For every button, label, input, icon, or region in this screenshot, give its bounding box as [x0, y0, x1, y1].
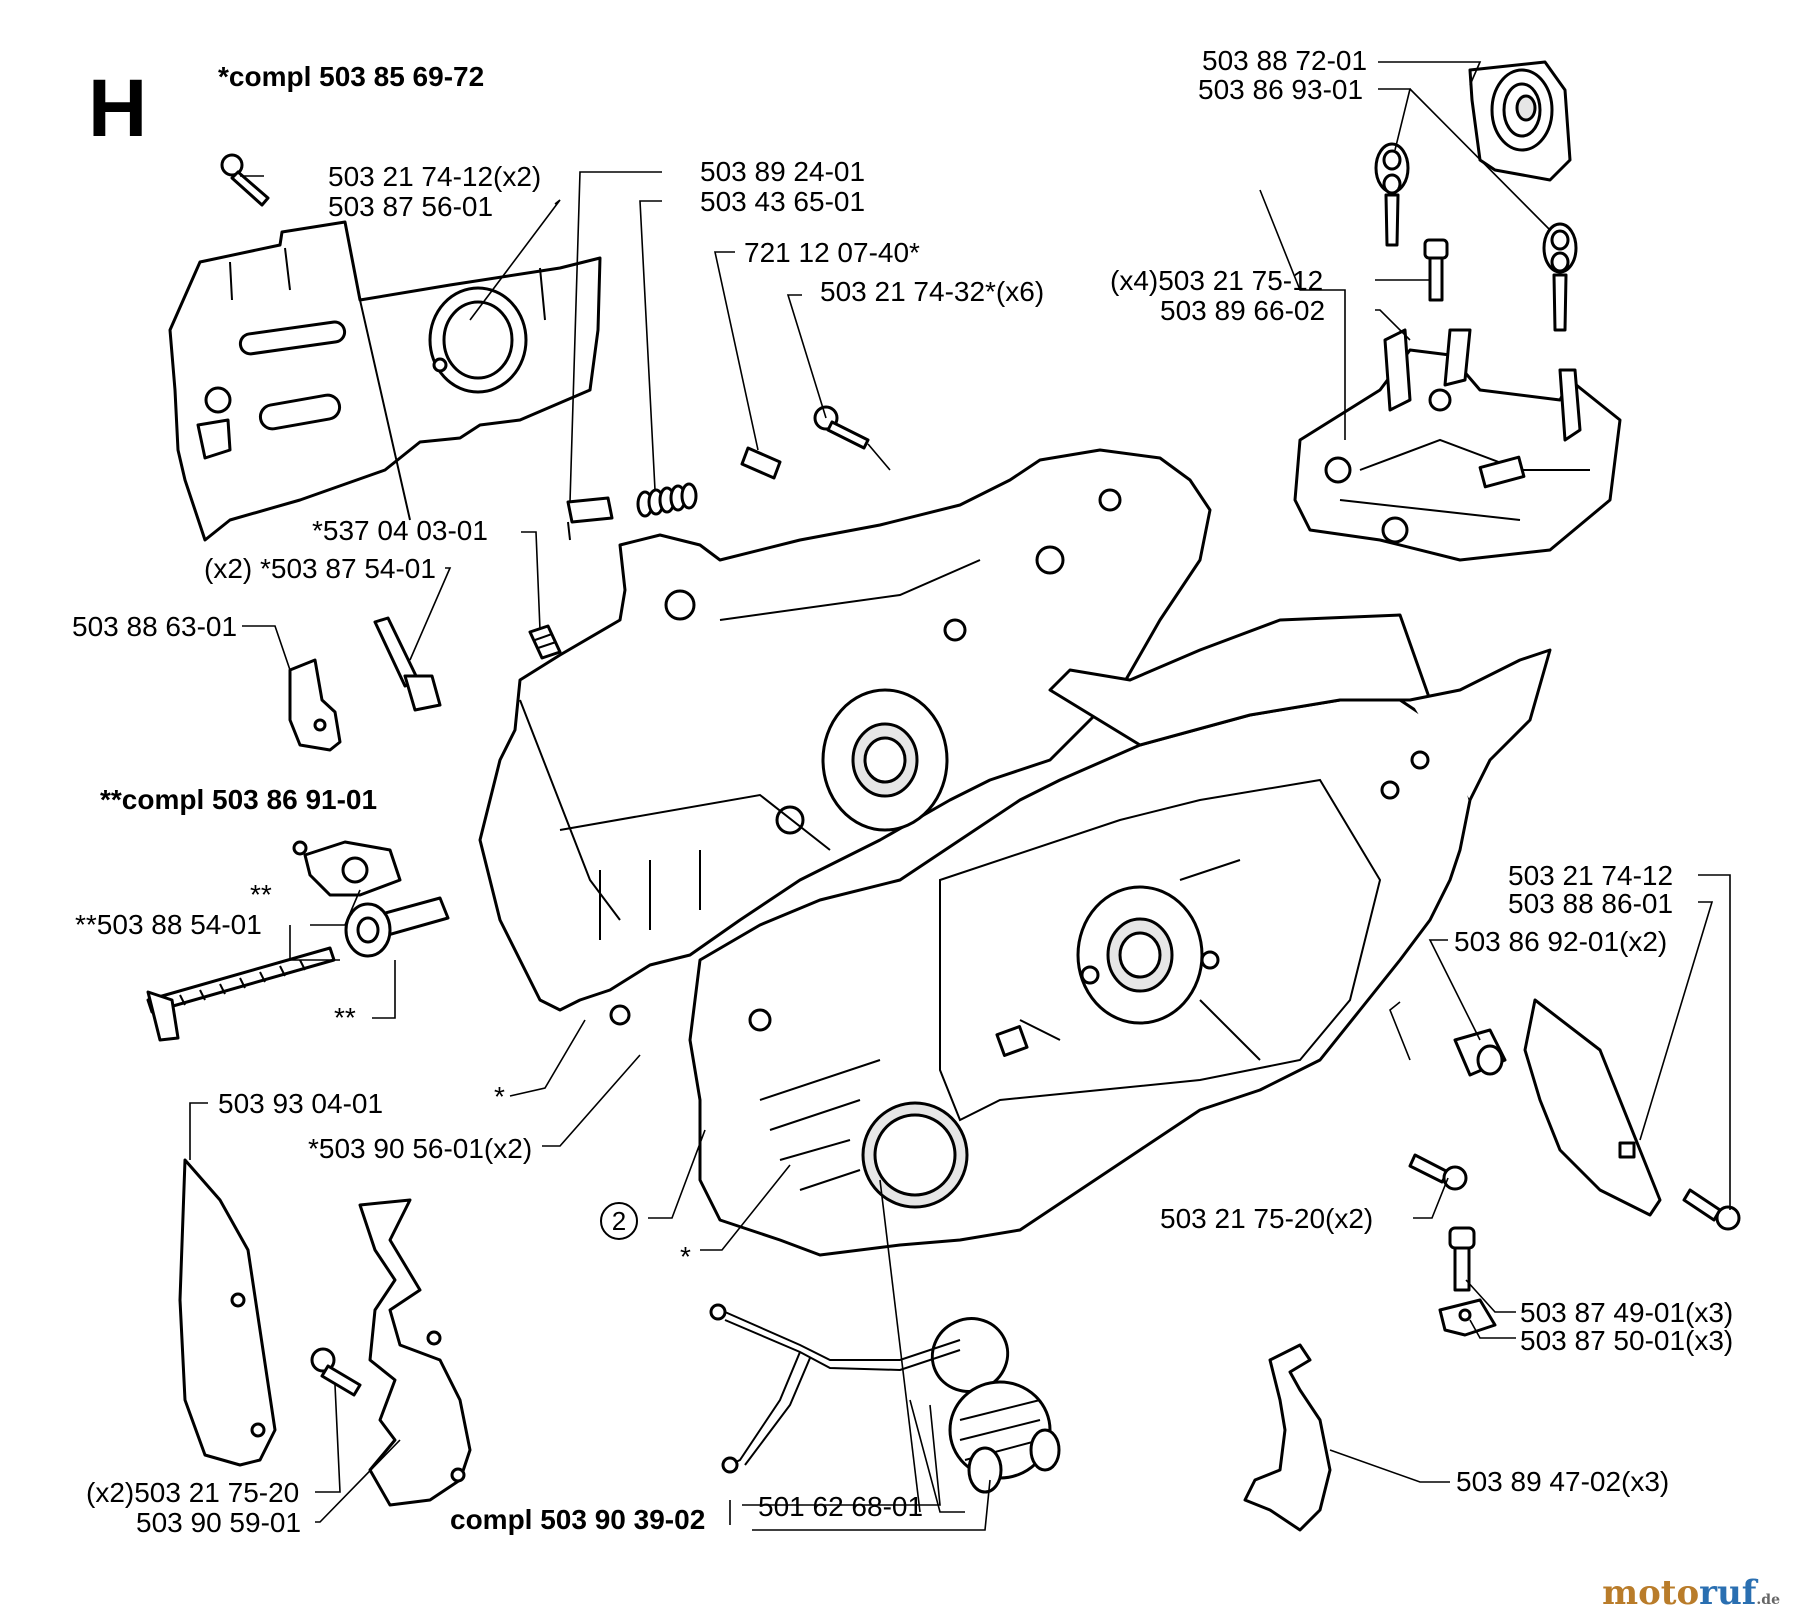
part-label: **: [334, 1002, 356, 1033]
sleeve-part: [528, 624, 562, 660]
part-label: 503 43 65-01: [700, 186, 866, 217]
part-label: **503 88 54-01: [75, 909, 262, 940]
tensioner-part: [292, 840, 402, 897]
part-label: 501 62 68-01: [758, 1491, 924, 1522]
crankcase-right-part: [688, 613, 1552, 1257]
crankcase-left-part: [478, 448, 1212, 1026]
screw-crankcase-part: [1408, 1153, 1468, 1191]
part-label: (x2)503 21 75-20: [86, 1477, 300, 1508]
spacer-part: [1453, 1028, 1507, 1077]
guard-part: [1523, 998, 1662, 1217]
part-label: 503 86 93-01: [1198, 74, 1364, 105]
plate-part: [178, 1158, 277, 1467]
part-label: 503 21 74-32*(x6): [820, 276, 1045, 307]
assembly-label-chain-tensioner: **compl 503 86 91-01: [100, 784, 378, 815]
part-label: **: [250, 879, 272, 910]
part-label: 503 90 59-01: [136, 1507, 302, 1538]
part-label: 503 86 92-01(x2): [1454, 926, 1668, 957]
assembly-label-clutch-cover: *compl 503 85 69-72: [218, 61, 485, 92]
filter-gasket-part: [1468, 60, 1572, 182]
leader-lines: [189, 61, 1731, 1531]
watermark-part1: moto: [1602, 1573, 1700, 1613]
part-label: 503 88 63-01: [72, 611, 238, 642]
watermark-suffix: .de: [1756, 1592, 1780, 1608]
screw-mount-part: [1423, 238, 1449, 302]
watermark-part2: ruf: [1699, 1573, 1757, 1613]
part-label: *503 90 56-01(x2): [308, 1133, 533, 1164]
part-label: *537 04 03-01: [312, 515, 488, 546]
part-label: (x4)503 21 75-12: [1110, 265, 1324, 296]
part-label: 503 93 04-01: [218, 1088, 384, 1119]
part-label: 503 87 50-01(x3): [1520, 1325, 1734, 1356]
tensioner-screw-part: [146, 946, 336, 1042]
part-label: 503 87 49-01(x3): [1520, 1297, 1734, 1328]
assembly-label-spike: compl 503 90 39-02: [450, 1504, 706, 1535]
part-label: 503 89 66-02: [1160, 295, 1326, 326]
part-label: 503 89 24-01: [700, 156, 866, 187]
section-letter: H: [88, 63, 148, 154]
part-label: 721 12 07-40*: [744, 237, 920, 268]
bolt-part: [373, 616, 442, 712]
tensioner-gear-part: [344, 896, 450, 958]
washer-screw-part: [1438, 1226, 1497, 1337]
part-label: 503 88 86-01: [1508, 888, 1674, 919]
knob-part-right: [1542, 222, 1578, 332]
knob-part-left: [1374, 142, 1410, 247]
part-label: 503 21 74-12(x2): [328, 161, 542, 192]
clamp-part: [1243, 1343, 1332, 1532]
part-label: 503 87 56-01: [328, 191, 494, 222]
cap-strap-part: [709, 1303, 961, 1474]
screw-cover-part: [220, 153, 270, 207]
guard-screw-part: [1682, 1188, 1741, 1231]
clutch-cover-part: [168, 220, 602, 542]
watermark-logo: motoruf.de: [1602, 1573, 1780, 1613]
spike-bumper-part: [358, 1198, 472, 1507]
part-label: 503 21 74-12: [1508, 860, 1674, 891]
part-label: 503 88 72-01: [1202, 45, 1368, 76]
part-label: 503 21 75-20(x2): [1160, 1203, 1374, 1234]
small-parts-top-center: [566, 405, 891, 541]
callout-circle: 2: [600, 1202, 638, 1240]
part-label: *: [680, 1241, 691, 1272]
bumper-screw-part: [310, 1347, 362, 1397]
cylinder-mount-part: [1293, 328, 1622, 562]
part-label: (x2) *503 87 54-01: [204, 553, 436, 584]
part-label: 503 89 47-02(x3): [1456, 1466, 1670, 1497]
catcher-part: [288, 658, 342, 752]
tank-cap-part: [930, 1317, 1061, 1494]
part-label: *: [494, 1081, 505, 1112]
